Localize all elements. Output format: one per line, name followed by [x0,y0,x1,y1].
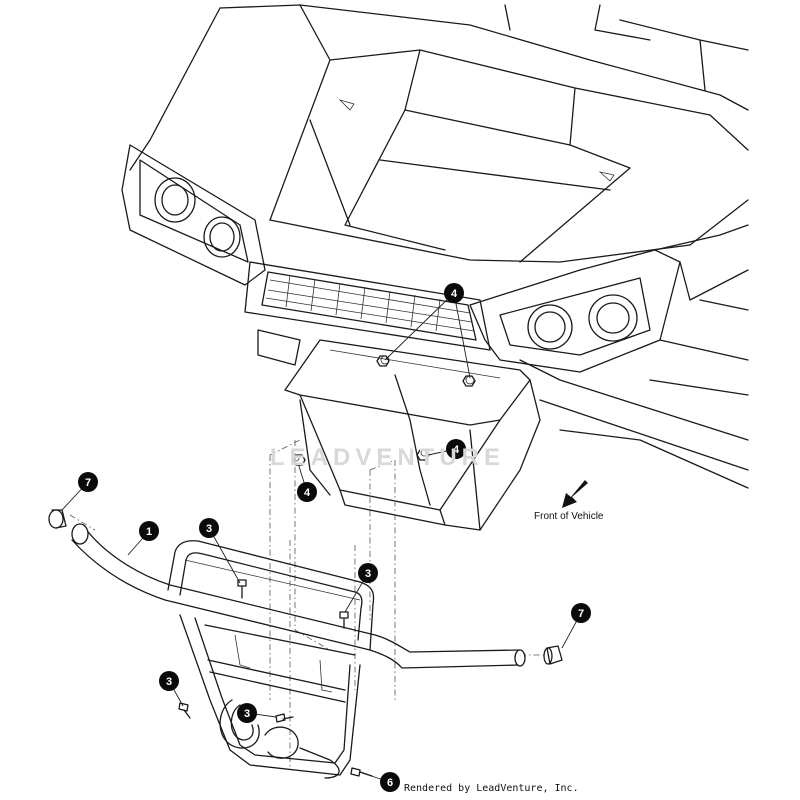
callout-3-lower-center: 3 [237,703,257,723]
render-credit: Rendered by LeadVenture, Inc. [404,783,579,794]
svg-text:7: 7 [578,608,584,620]
svg-text:1: 1 [146,526,152,538]
callout-leaders [61,292,582,783]
svg-text:6: 6 [387,777,393,789]
arrow-down-left-icon [562,480,588,508]
svg-text:3: 3 [166,676,172,688]
callout-3-top-right: 3 [358,563,378,583]
watermark: LEADVENTURE [270,444,506,471]
left-headlight [121,144,266,286]
svg-text:3: 3 [365,568,371,580]
svg-text:4: 4 [453,444,460,456]
front-bumper-tube [71,523,526,779]
bumper-mount-bracket [284,339,541,531]
callout-7-right: 7 [571,603,591,623]
callout-4-left: 4 [297,482,317,502]
callout-4-top: 4 [444,283,464,303]
svg-text:3: 3 [244,708,250,720]
callout-4-right: 4 [446,439,466,459]
callout-6: 6 [380,772,400,792]
svg-text:4: 4 [304,487,311,499]
callout-3-lower-left: 3 [159,671,179,691]
svg-text:3: 3 [206,523,212,535]
svg-text:7: 7 [85,477,91,489]
end-cap-left [48,509,67,529]
svg-text:4: 4 [451,288,458,300]
vehicle-hood [129,4,749,263]
callout-1: 1 [139,521,159,541]
front-of-vehicle-label: Front of Vehicle [534,511,604,522]
hardware [178,355,476,777]
end-cap-right [543,645,563,665]
callout-7-left: 7 [78,472,98,492]
front-grille [244,261,491,351]
callout-3-top-left: 3 [199,518,219,538]
right-headlight [469,224,749,373]
vehicle-frame [257,4,749,489]
